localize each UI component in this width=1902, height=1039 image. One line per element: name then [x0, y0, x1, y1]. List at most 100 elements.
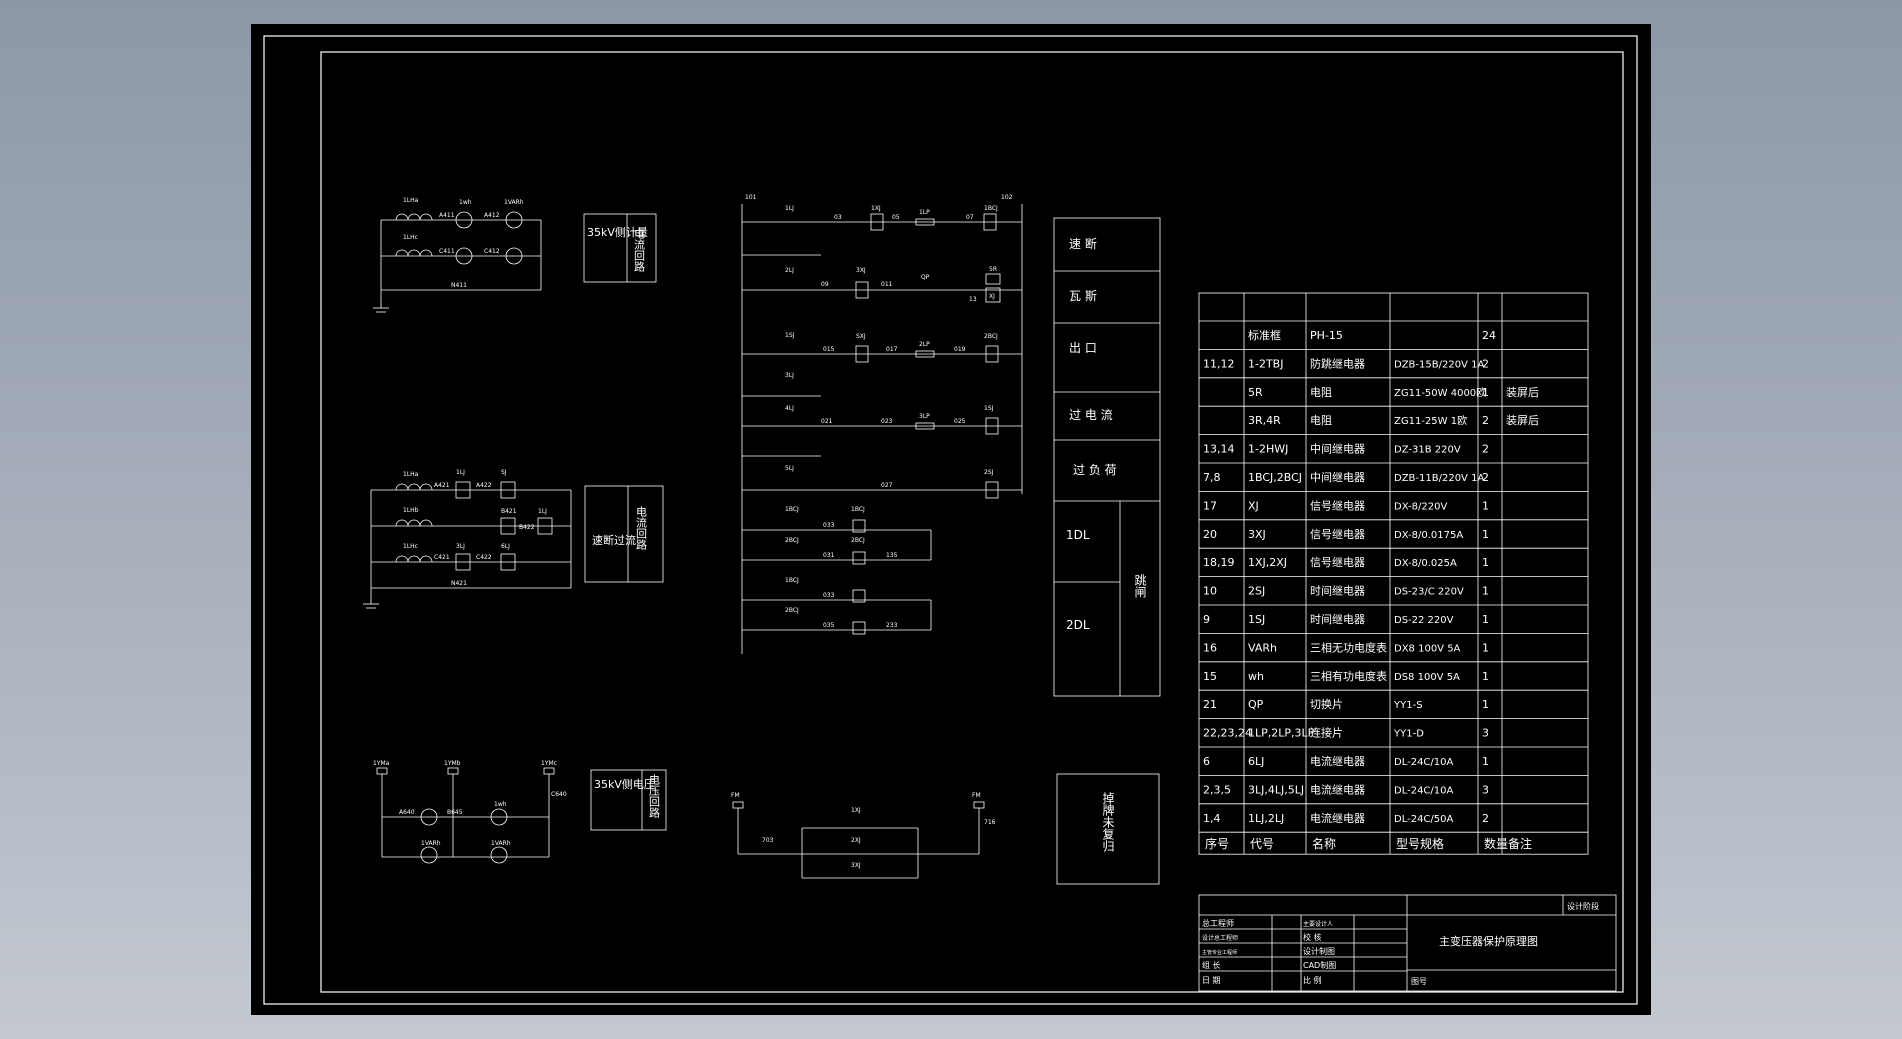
- function-label: 1DL: [1066, 528, 1090, 542]
- bom-cell: 3R,4R: [1248, 414, 1281, 427]
- label: 5LJ: [785, 465, 794, 472]
- bom-cell: 1,4: [1203, 812, 1221, 825]
- label: 2BCJ: [984, 333, 998, 340]
- label: 1LHc: [403, 543, 418, 550]
- bom-cell: 1: [1482, 613, 1489, 626]
- bom-cell: 16: [1203, 641, 1217, 654]
- bom-cell: 21: [1203, 698, 1217, 711]
- bom-header-cell: 代号: [1250, 837, 1274, 851]
- bom-cell: 3: [1482, 783, 1489, 796]
- bom-cell: 2: [1482, 471, 1489, 484]
- bom-cell: 1: [1482, 698, 1489, 711]
- label: 3LJ: [456, 543, 465, 550]
- bom-cell: DL-24C/10A: [1394, 757, 1454, 768]
- bom-cell: 22,23,24: [1203, 727, 1252, 740]
- design-stage-label: 设计阶段: [1567, 901, 1599, 911]
- bom-cell: 6: [1203, 755, 1210, 768]
- label: 1LJ: [456, 469, 465, 476]
- label: B422: [519, 524, 535, 531]
- bom-cell: 时间继电器: [1310, 613, 1365, 626]
- bom-cell: 24: [1482, 329, 1496, 342]
- current-loop-label: 电流回路: [633, 228, 646, 273]
- label: 2BCJ: [785, 607, 799, 614]
- title-block-label: 主要设计人: [1303, 920, 1333, 928]
- voltage-section: 1YMa 1YMb 1YMc A640 B645 1wh C640 1VARh …: [373, 760, 667, 864]
- bom-cell: 11,12: [1203, 357, 1235, 370]
- label: 027: [881, 482, 893, 489]
- bom-cell: PH-15: [1310, 329, 1343, 342]
- bom-cell: YY1-D: [1393, 729, 1424, 740]
- label: 1VARh: [504, 199, 524, 206]
- label: 1LHb: [403, 507, 419, 514]
- bom-cell: DZ-31B 220V: [1394, 445, 1461, 456]
- voltage-loop-label: 电压回路: [648, 774, 661, 819]
- current-metering-section: 1LHa 1wh 1VARh A411 A412 1LHc C411 C412 …: [373, 197, 657, 313]
- bom-cell: 1: [1482, 528, 1489, 541]
- drawing-number-label: 图号: [1411, 977, 1427, 986]
- label: 033: [823, 592, 835, 599]
- label: A422: [476, 482, 492, 489]
- function-label: 速 断: [1069, 236, 1097, 251]
- bom-cell: 信号继电器: [1310, 499, 1365, 512]
- bom-cell: 中间继电器: [1310, 443, 1365, 456]
- bom-cell: 三相无功电度表: [1310, 640, 1387, 654]
- function-label: 2DL: [1066, 618, 1090, 632]
- label: 1SJ: [984, 405, 994, 412]
- bom-cell: 2: [1482, 443, 1489, 456]
- bom-cell: 1: [1482, 556, 1489, 569]
- label: 03: [834, 214, 842, 221]
- function-label: 过 负 荷: [1073, 463, 1117, 477]
- title-block-label: 日 期: [1202, 976, 1221, 985]
- label: A421: [434, 482, 450, 489]
- bom-cell: YY1-S: [1393, 700, 1423, 711]
- label: 021: [821, 418, 833, 425]
- bom-cell: 信号继电器: [1310, 528, 1365, 541]
- label: XJ: [989, 293, 995, 300]
- bom-cell: DS-23/C 220V: [1394, 587, 1464, 598]
- label: 1YMa: [373, 760, 390, 767]
- bom-header-cell: 数量: [1484, 836, 1508, 851]
- bom-cell: 13,14: [1203, 443, 1235, 456]
- bom-cell: DS-22 220V: [1394, 615, 1454, 626]
- bom-cell: 1SJ: [1248, 613, 1265, 626]
- label: N421: [451, 580, 467, 587]
- function-label: 瓦 斯: [1069, 289, 1097, 303]
- bom-cell: ZG11-25W 1欧: [1394, 415, 1467, 427]
- outer-frame: [263, 35, 1638, 1005]
- bom-cell: DL-24C/50A: [1394, 814, 1454, 825]
- title-block-label: 比 例: [1303, 975, 1322, 985]
- label: 1BCJ: [851, 506, 865, 513]
- label: 1LJ: [785, 205, 794, 212]
- label: B421: [501, 508, 517, 515]
- bom-cell: DZB-15B/220V 1A: [1394, 359, 1484, 370]
- bom-cell: DL-24C/10A: [1394, 785, 1454, 796]
- bom-cell: 1: [1482, 499, 1489, 512]
- label: 07: [966, 214, 974, 221]
- bom-cell: DZB-11B/220V 1A: [1394, 473, 1484, 484]
- label: 101: [745, 194, 757, 201]
- function-labels: 速 断 瓦 斯 出 口 过 电 流 过 负 荷 1DL 2DL 跳闸 掉牌未复归: [1053, 217, 1161, 885]
- drawing-sheet: 1LHa 1wh 1VARh A411 A412 1LHc C411 C412 …: [251, 24, 1651, 1015]
- bom-cell: 3LJ,4LJ,5LJ: [1248, 783, 1304, 796]
- label: A640: [399, 809, 415, 816]
- label: 1LJ: [538, 508, 547, 515]
- label: 2BCJ: [851, 537, 865, 544]
- bom-cell: 时间继电器: [1310, 585, 1365, 598]
- bom-cell: DS8 100V 5A: [1394, 672, 1460, 683]
- bom-cell: 2: [1482, 414, 1489, 427]
- bom-cell: 2: [1482, 812, 1489, 825]
- label: 4LJ: [785, 405, 794, 412]
- bom-cell: DX-8/0.025A: [1394, 558, 1457, 569]
- bom-cell: 7,8: [1203, 471, 1221, 484]
- title-block-label: 设计总工程师: [1202, 934, 1238, 942]
- bom-cell: DX8 100V 5A: [1394, 643, 1461, 654]
- label: FM: [972, 792, 981, 799]
- bom-cell: 9: [1203, 613, 1210, 626]
- bom-cell: 电流继电器: [1310, 811, 1365, 825]
- label: 2LJ: [785, 267, 794, 274]
- label: 019: [954, 346, 966, 353]
- bom-cell: 1: [1482, 585, 1489, 598]
- title-block-label: CAD制图: [1303, 960, 1336, 970]
- label: 023: [881, 418, 893, 425]
